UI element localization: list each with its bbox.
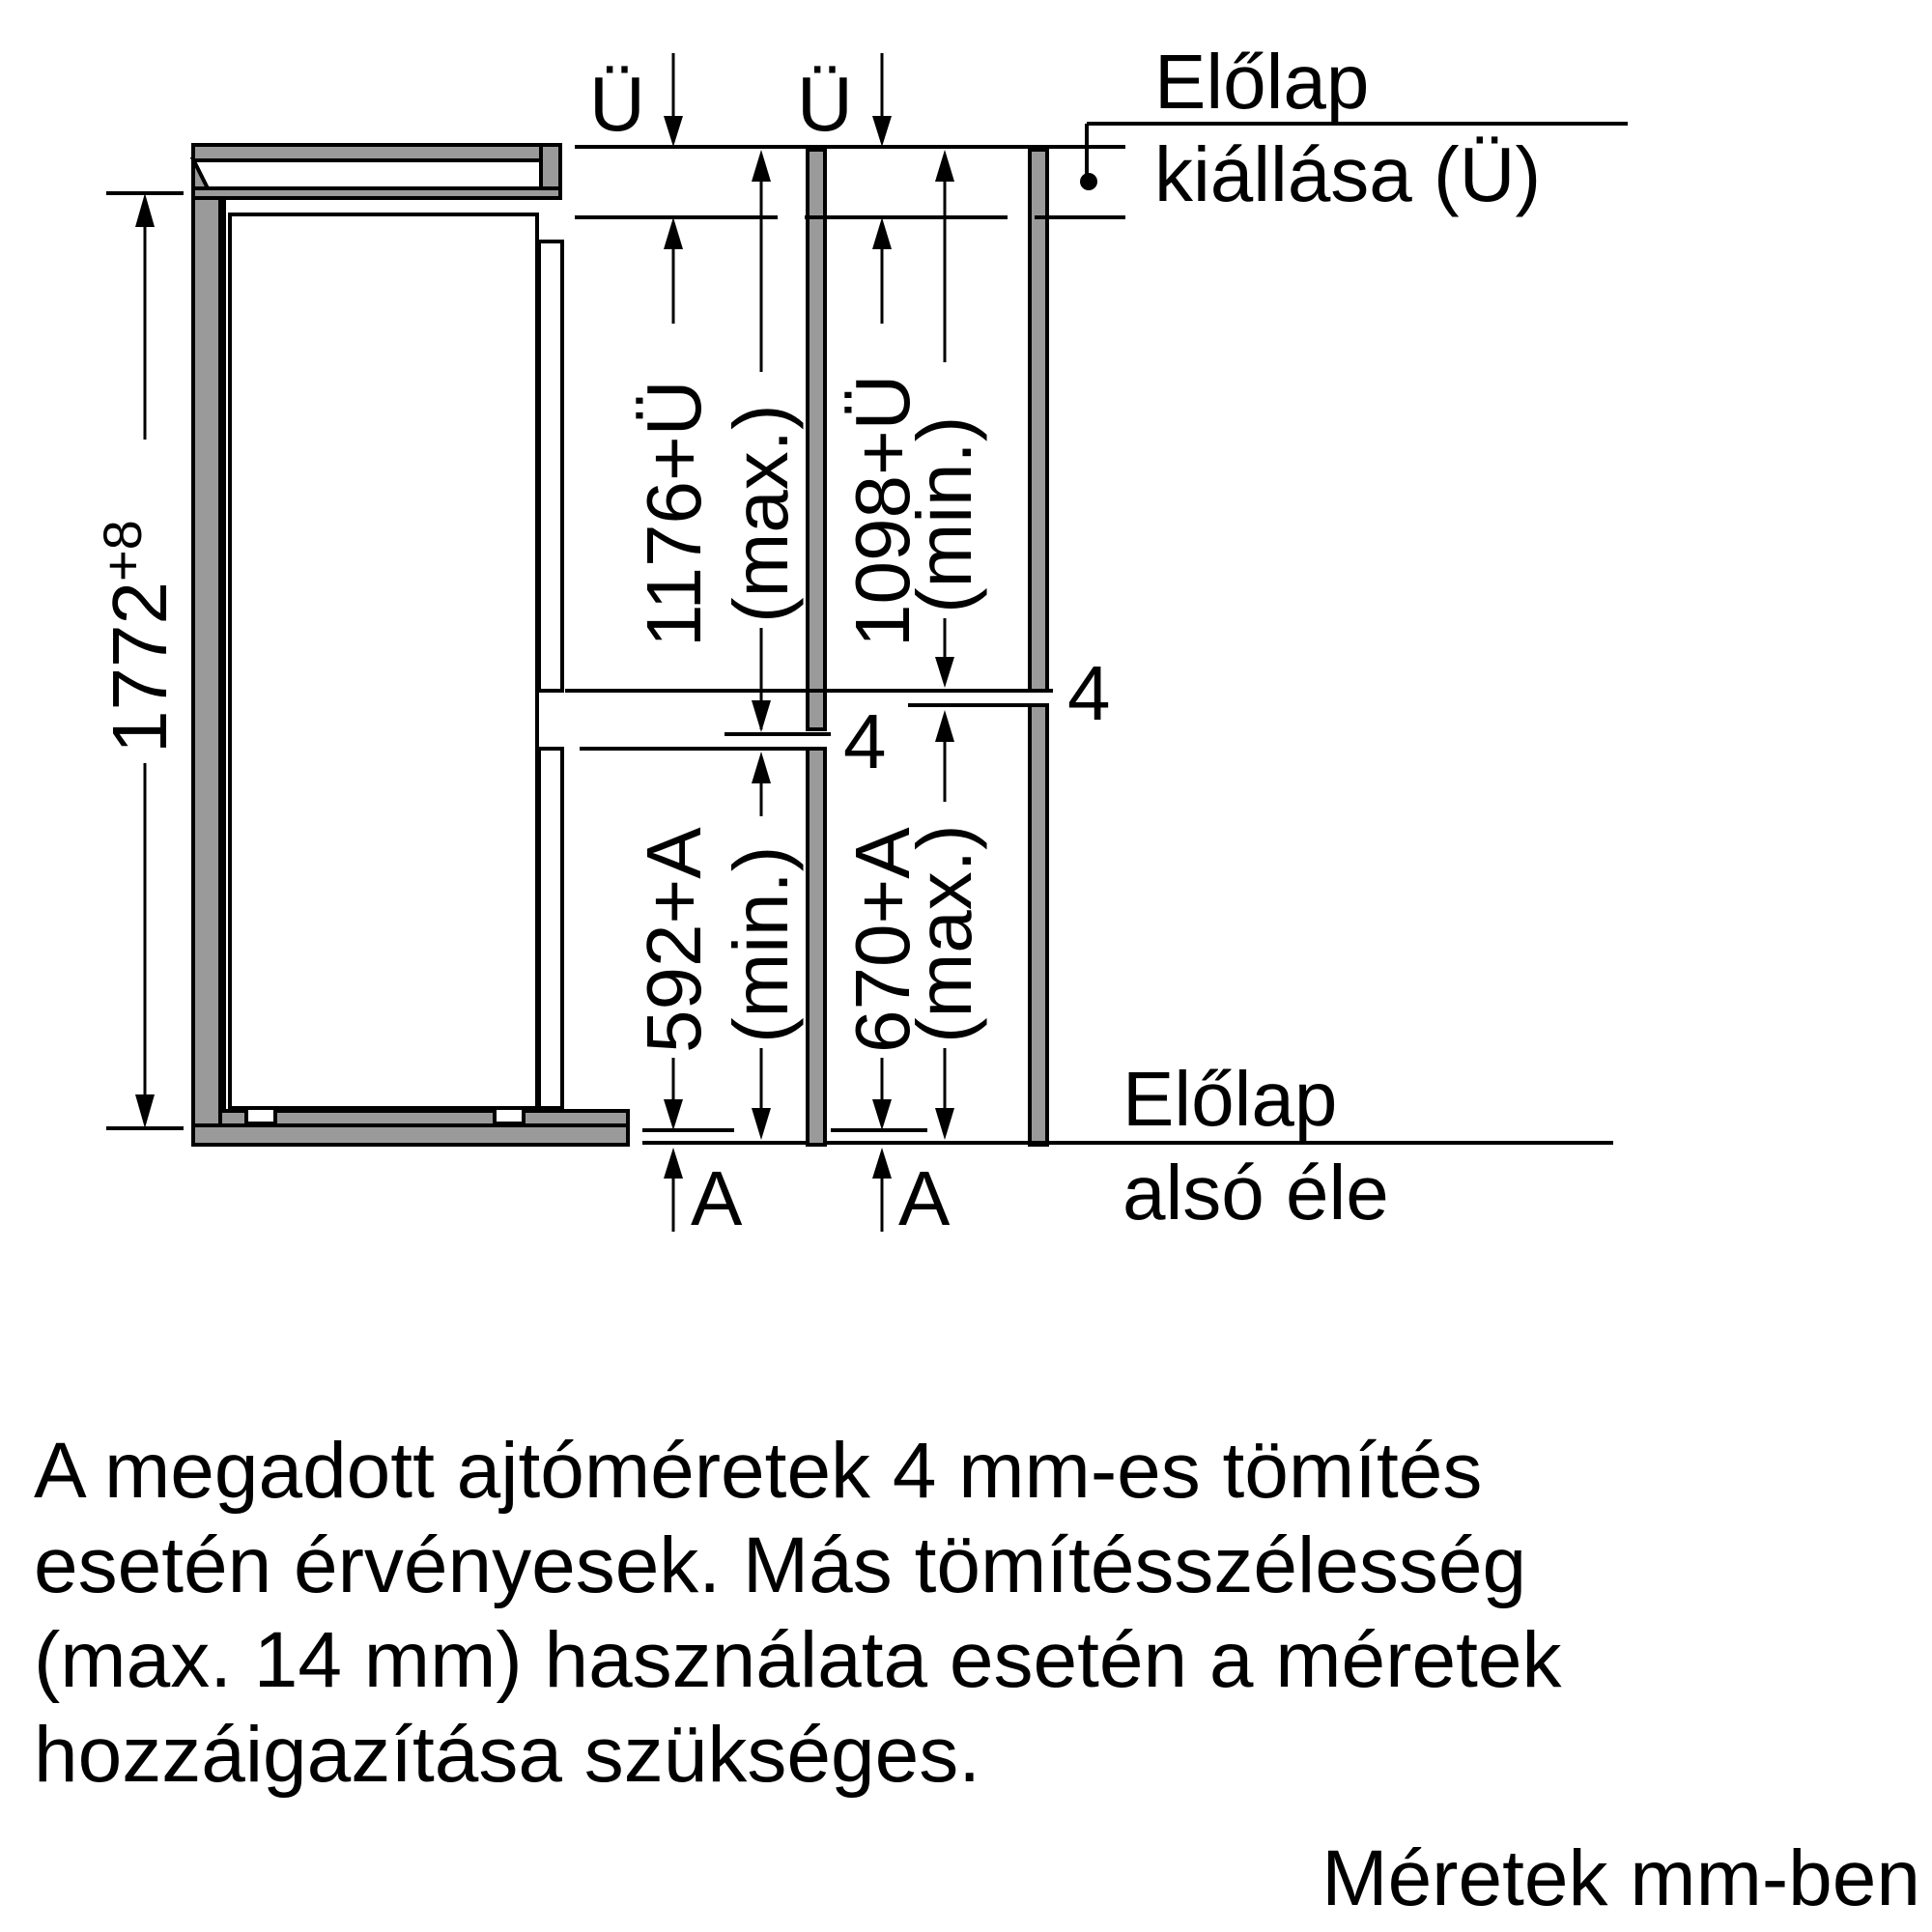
appliance-lower-door xyxy=(537,747,564,1110)
front-upper-left xyxy=(806,148,827,731)
dim-upper-door-min: 1098+Ü xyxy=(839,375,925,647)
label-front-bottom-1: Előlap xyxy=(1122,1056,1337,1142)
niche-top-lip xyxy=(539,143,562,195)
note-line-3: (max. 14 mm) használata esetén a méretek xyxy=(34,1616,1562,1704)
appliance-foot-right xyxy=(493,1106,526,1125)
vertical-labels: 1772+8 1176+Ü (max.) 1098+Ü (min.) 592+A… xyxy=(92,375,987,1053)
label-front-bottom-2: alsó éle xyxy=(1122,1150,1389,1236)
appliance-upper-door xyxy=(537,240,564,693)
dim-lower-door-min: 592+A xyxy=(631,827,717,1053)
front-upper-right xyxy=(1028,148,1049,693)
appliance xyxy=(228,213,564,1125)
units-label: Méretek mm-ben xyxy=(1321,1834,1920,1922)
label-u-top-2: Ü xyxy=(797,61,853,147)
dim-upper-door-max: 1176+Ü xyxy=(631,380,717,647)
dimension-lines xyxy=(135,53,954,1232)
note-block: A megadott ajtóméretek 4 mm-es tömítés e… xyxy=(34,1427,1920,1922)
label-front-projection-1: Előlap xyxy=(1154,39,1369,125)
horizontal-labels: Ü Ü Előlap kiállása (Ü) 4 4 Előlap alsó … xyxy=(589,39,1541,1241)
dim-upper-door-max-note: (max.) xyxy=(718,404,804,623)
niche-bottom-board xyxy=(191,1123,630,1147)
niche-left-wall xyxy=(191,186,222,1147)
note-line-2: esetén érvényesek. Más tömítésszélesség xyxy=(34,1521,1526,1609)
label-u-top-1: Ü xyxy=(589,61,645,147)
label-gap-right: 4 xyxy=(1067,650,1111,736)
appliance-foot-left xyxy=(244,1106,277,1125)
dim-lower-door-max: 670+A xyxy=(839,827,925,1053)
note-line-1: A megadott ajtóméretek 4 mm-es tömítés xyxy=(34,1427,1482,1515)
reference-lines xyxy=(106,122,1628,1145)
note-line-4: hozzáigazítása szükséges. xyxy=(34,1711,980,1799)
front-lower-right xyxy=(1028,703,1049,1147)
projection-dot xyxy=(1080,173,1097,190)
niche-top-underside xyxy=(191,186,562,200)
label-gap-mid: 4 xyxy=(843,698,887,784)
label-a-bottom-1: A xyxy=(691,1155,743,1241)
front-lower-left xyxy=(806,747,827,1147)
dim-lower-door-min-note: (min.) xyxy=(718,846,804,1043)
cabinet-niche xyxy=(189,143,630,1147)
appliance-body xyxy=(228,213,539,1110)
dim-upper-door-min-note: (min.) xyxy=(901,416,987,613)
dim-lower-door-max-note: (max.) xyxy=(901,824,987,1043)
niche-top-board xyxy=(191,143,562,162)
label-front-projection-2: kiállása (Ü) xyxy=(1154,131,1541,217)
label-a-bottom-2: A xyxy=(898,1155,951,1241)
dim-total-height: 1772+8 xyxy=(92,520,183,753)
